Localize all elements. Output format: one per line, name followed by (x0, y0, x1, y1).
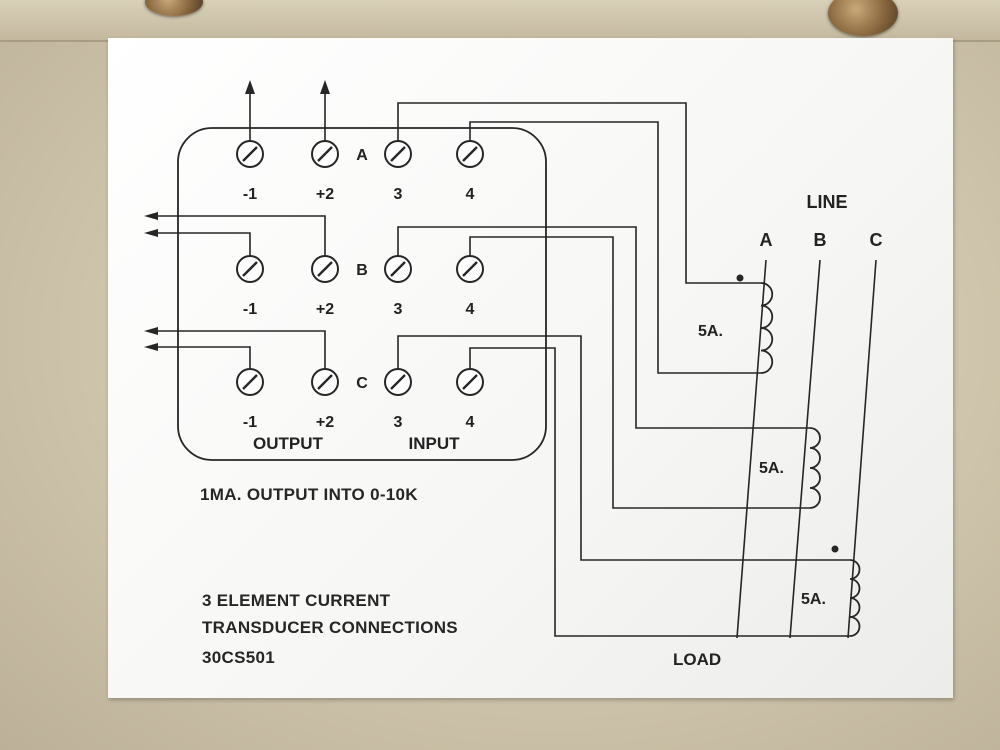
mounting-screw-left (145, 0, 203, 16)
polarity-dot (736, 274, 744, 282)
terminal-screw-b-4 (456, 255, 484, 283)
terminal-block-outline (177, 127, 547, 461)
terminal-number-label: +2 (316, 186, 334, 203)
load-label: LOAD (673, 650, 721, 669)
terminal-screw-c-4 (456, 368, 484, 396)
terminal-screw-c-1 (236, 368, 264, 396)
terminal-number-label: -1 (243, 186, 257, 203)
terminal-row-label: C (356, 375, 368, 392)
current-transformer-coil (831, 545, 861, 637)
terminal-number-label: 4 (466, 414, 475, 431)
terminal-screw-c-3 (384, 368, 412, 396)
terminal-screw-a-2 (311, 140, 339, 168)
input-wire-c3 (397, 335, 850, 561)
terminal-row-label: B (356, 262, 368, 279)
polarity-dot (831, 545, 839, 553)
input-label: INPUT (409, 434, 461, 453)
output-arrow-up (320, 80, 330, 94)
line-phase-label: B (814, 230, 827, 250)
line-conductor-a (736, 259, 767, 639)
line-phase-label: A (760, 230, 773, 250)
output-arrow-up (245, 80, 255, 94)
output-lead-c-neg (158, 346, 251, 369)
terminal-number-label: 3 (394, 414, 403, 431)
line-phase-label: C (870, 230, 883, 250)
input-wire-c4 (469, 347, 850, 637)
ct-rating-label: 5A. (698, 323, 723, 340)
terminal-number-label: +2 (316, 301, 334, 318)
current-transformer-coil (736, 274, 774, 374)
terminal-screw-a-1 (236, 140, 264, 168)
terminal-screw-b-1 (236, 255, 264, 283)
ct-rating-label: 5A. (759, 460, 784, 477)
caption-line-2: TRANSDUCER CONNECTIONS (202, 618, 458, 637)
terminal-number-label: 3 (394, 301, 403, 318)
mounting-screw-right (828, 0, 898, 36)
input-wire-a4 (469, 121, 761, 374)
terminal-screw-a-4 (456, 140, 484, 168)
output-label: OUTPUT (253, 434, 324, 453)
output-arrow-left (144, 343, 158, 351)
output-spec-text: 1MA. OUTPUT INTO 0-10K (200, 485, 418, 504)
line-conductor-c (847, 259, 877, 639)
model-number: 30CS501 (202, 648, 275, 667)
terminal-number-label: 4 (466, 301, 475, 318)
output-lead-c-pos (158, 330, 326, 369)
terminal-number-label: -1 (243, 414, 257, 431)
ct-rating-label: 5A. (801, 591, 826, 608)
terminal-number-label: +2 (316, 414, 334, 431)
line-title: LINE (806, 192, 847, 212)
terminal-number-label: 4 (466, 186, 475, 203)
input-wire-b4 (469, 236, 810, 509)
line-conductor-b (789, 259, 821, 639)
terminal-screw-c-2 (311, 368, 339, 396)
terminal-number-label: 3 (394, 186, 403, 203)
terminal-screw-a-3 (384, 140, 412, 168)
output-lead-b-pos (158, 215, 326, 256)
current-transformer-coil (809, 427, 821, 509)
output-arrow-left (144, 229, 158, 237)
output-arrow-left (144, 212, 158, 220)
output-lead-b-neg (158, 232, 251, 256)
output-arrow-left (144, 327, 158, 335)
terminal-number-label: -1 (243, 301, 257, 318)
terminal-screw-b-2 (311, 255, 339, 283)
input-wire-b3 (397, 226, 810, 429)
terminal-screw-b-3 (384, 255, 412, 283)
input-wire-a3 (397, 102, 761, 284)
caption-line-1: 3 ELEMENT CURRENT (202, 591, 391, 610)
terminal-row-label: A (356, 147, 368, 164)
